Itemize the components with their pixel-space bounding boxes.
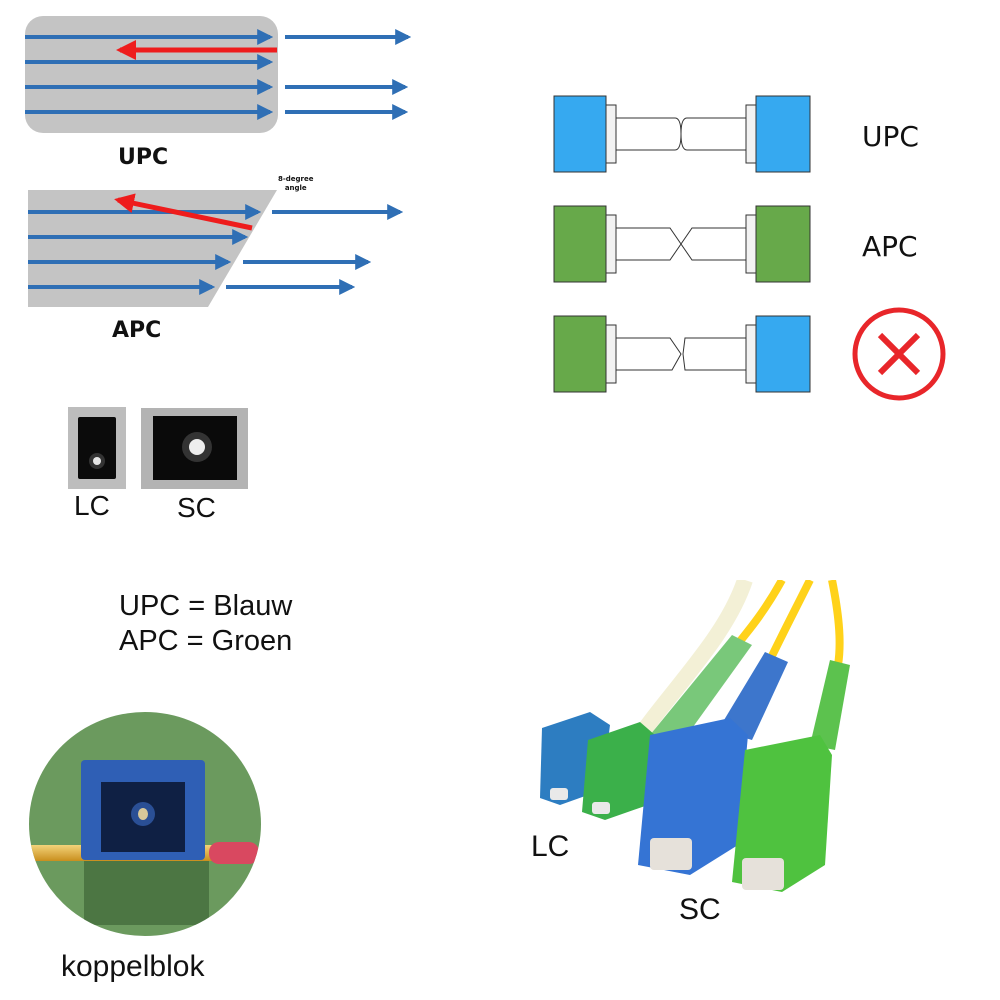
connector-photo [540, 580, 850, 892]
sc-apc-ferrule [742, 858, 784, 890]
sc-ferrule [189, 439, 205, 455]
connector-type-label: UPC [862, 120, 919, 153]
sc-port-label: SC [177, 492, 216, 523]
upc-ferrule-face [25, 16, 278, 133]
sc-upc-boot [718, 652, 788, 740]
lc-apc-connector [582, 722, 655, 820]
right-connector [755, 95, 811, 173]
right-ferrule-collar [745, 214, 757, 274]
lc-apc-ferrule [592, 802, 610, 814]
photo-lc-label: LC [531, 830, 570, 863]
connector-compatibility-diagram: UPC APC [553, 95, 946, 401]
lc-ferrule [93, 457, 101, 465]
right-ferrule-collar [745, 324, 757, 384]
sc-upc-ferrule [650, 838, 692, 870]
left-connector [553, 95, 607, 173]
left-connector [553, 205, 607, 283]
apc-reflection-diagram [28, 190, 404, 307]
legend-upc-blue: UPC = Blauw [119, 590, 293, 622]
connector-pair-row: UPC [553, 95, 919, 173]
right-connector [755, 315, 811, 393]
connector-pair-row: APC [553, 205, 918, 283]
sc-apc-connector [732, 735, 832, 892]
matchstick-head [209, 842, 259, 864]
fiber-cable-yellow [766, 580, 814, 662]
right-connector [755, 205, 811, 283]
color-legend: UPC = Blauw APC = Groen [119, 589, 292, 659]
fiber-cable-yellow [828, 580, 844, 666]
upc-label: UPC [118, 145, 169, 170]
reflected-ray [114, 193, 253, 231]
coupler-sleeve [138, 808, 148, 820]
coupler-body [81, 760, 205, 860]
lc-apc-boot [650, 635, 752, 745]
ferrule-endface-contact [616, 337, 746, 371]
coupler-shadow [84, 860, 209, 925]
coupler-label: koppelblok [61, 950, 205, 983]
left-ferrule-collar [605, 104, 617, 164]
x-circle-icon [852, 307, 946, 401]
ferrule-endface-contact [616, 117, 746, 151]
upc-reflection-diagram [25, 16, 412, 133]
left-ferrule-collar [605, 324, 617, 384]
right-ferrule-collar [745, 104, 757, 164]
photo-sc-label: SC [679, 893, 721, 926]
sc-upc-connector [638, 718, 748, 875]
angle-note-line2: angle [284, 184, 307, 192]
sc-port-image [141, 408, 248, 489]
lc-port-label: LC [74, 490, 110, 521]
sc-apc-boot [810, 660, 850, 750]
left-ferrule-collar [605, 214, 617, 274]
angle-note: 8-degree angle [278, 175, 314, 193]
apc-label: APC [112, 318, 162, 343]
legend-apc-green: APC = Groen [119, 625, 293, 657]
ferrule-endface-contact [616, 227, 746, 261]
connector-type-label: APC [862, 230, 918, 263]
lc-upc-ferrule [550, 788, 568, 800]
left-connector [553, 315, 607, 393]
angle-note-line1: 8-degree [278, 175, 314, 183]
connector-pair-row [553, 307, 946, 401]
lc-port-opening [78, 417, 116, 479]
coupler-photo [29, 712, 261, 936]
lc-port-image [68, 407, 126, 489]
